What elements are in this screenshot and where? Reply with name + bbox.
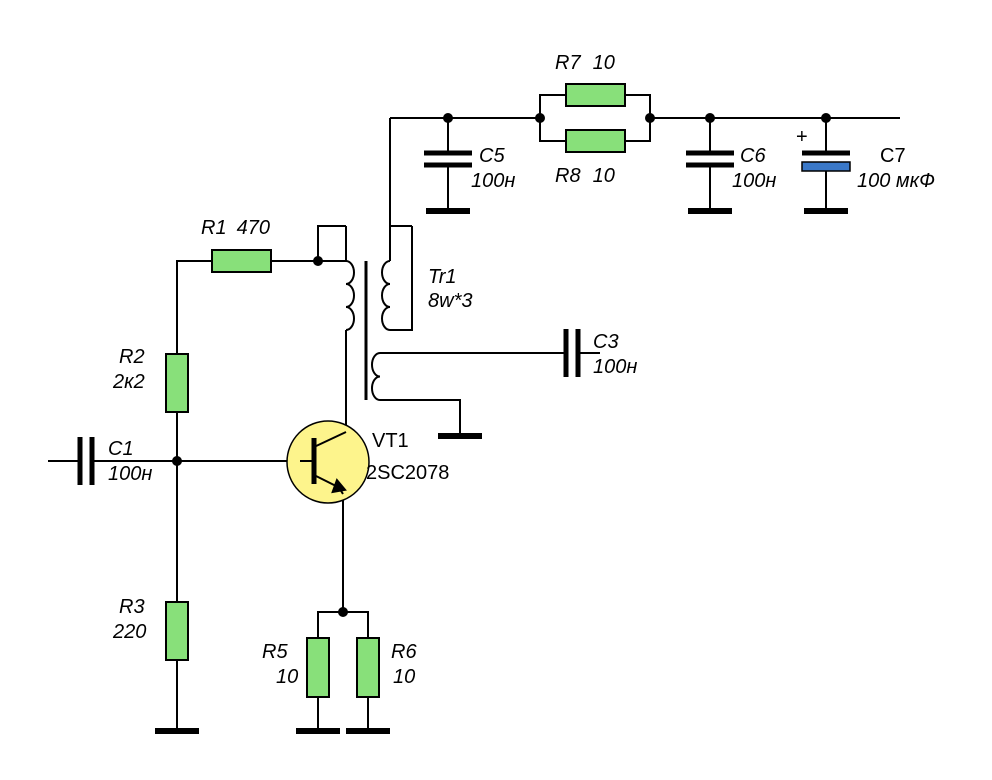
emitter-arrow [331,478,347,494]
label-c7-ref: C7 [880,145,906,167]
label-r2-ref: R2 [119,346,145,368]
label-r3-value: 220 [112,621,146,643]
label-r3-ref: R3 [119,596,145,618]
label-c5-value: 100н [471,170,515,192]
label-c6-value: 100н [732,170,776,192]
resistor-r2 [165,353,189,413]
ground-symbols [155,208,848,734]
capacitor-c6 [686,150,734,168]
label-c7-value: 100 мкФ [857,170,935,192]
label-tr1-ref: Tr1 [428,266,457,288]
wires [48,94,900,731]
resistor-r1 [211,249,272,273]
label-c6-ref: C6 [740,145,766,167]
resistor-r3 [165,601,189,661]
resistor-r8 [565,129,626,153]
capacitor-c1 [77,437,95,485]
transformer-tr1 [345,226,391,401]
capacitor-c3 [563,329,581,377]
label-c1-value: 100н [108,463,152,485]
resistor-r6 [356,637,380,698]
label-r6-value: 10 [393,666,415,688]
label-c7-polarity: + [796,126,808,148]
resistor-r5 [306,637,330,698]
electrolytic-plate [801,161,851,172]
transistor-vt1 [286,420,370,504]
label-c3-ref: C3 [593,331,619,353]
label-c5-ref: C5 [479,145,505,167]
label-r5-value: 10 [276,666,298,688]
label-r6-ref: R6 [391,641,417,663]
label-c3-value: 100н [593,356,637,378]
label-r5-ref: R5 [262,641,288,663]
label-vt1-ref: VT1 [372,430,409,452]
label-vt1-value: 2SC2078 [366,462,449,484]
junction-dots [172,113,831,617]
label-tr1-value: 8w*3 [428,290,472,312]
capacitor-c5 [424,150,472,168]
capacitor-c7 [801,150,851,172]
label-c1-ref: C1 [108,438,134,460]
resistor-r7 [565,83,626,107]
label-r2-value: 2к2 [112,371,145,393]
